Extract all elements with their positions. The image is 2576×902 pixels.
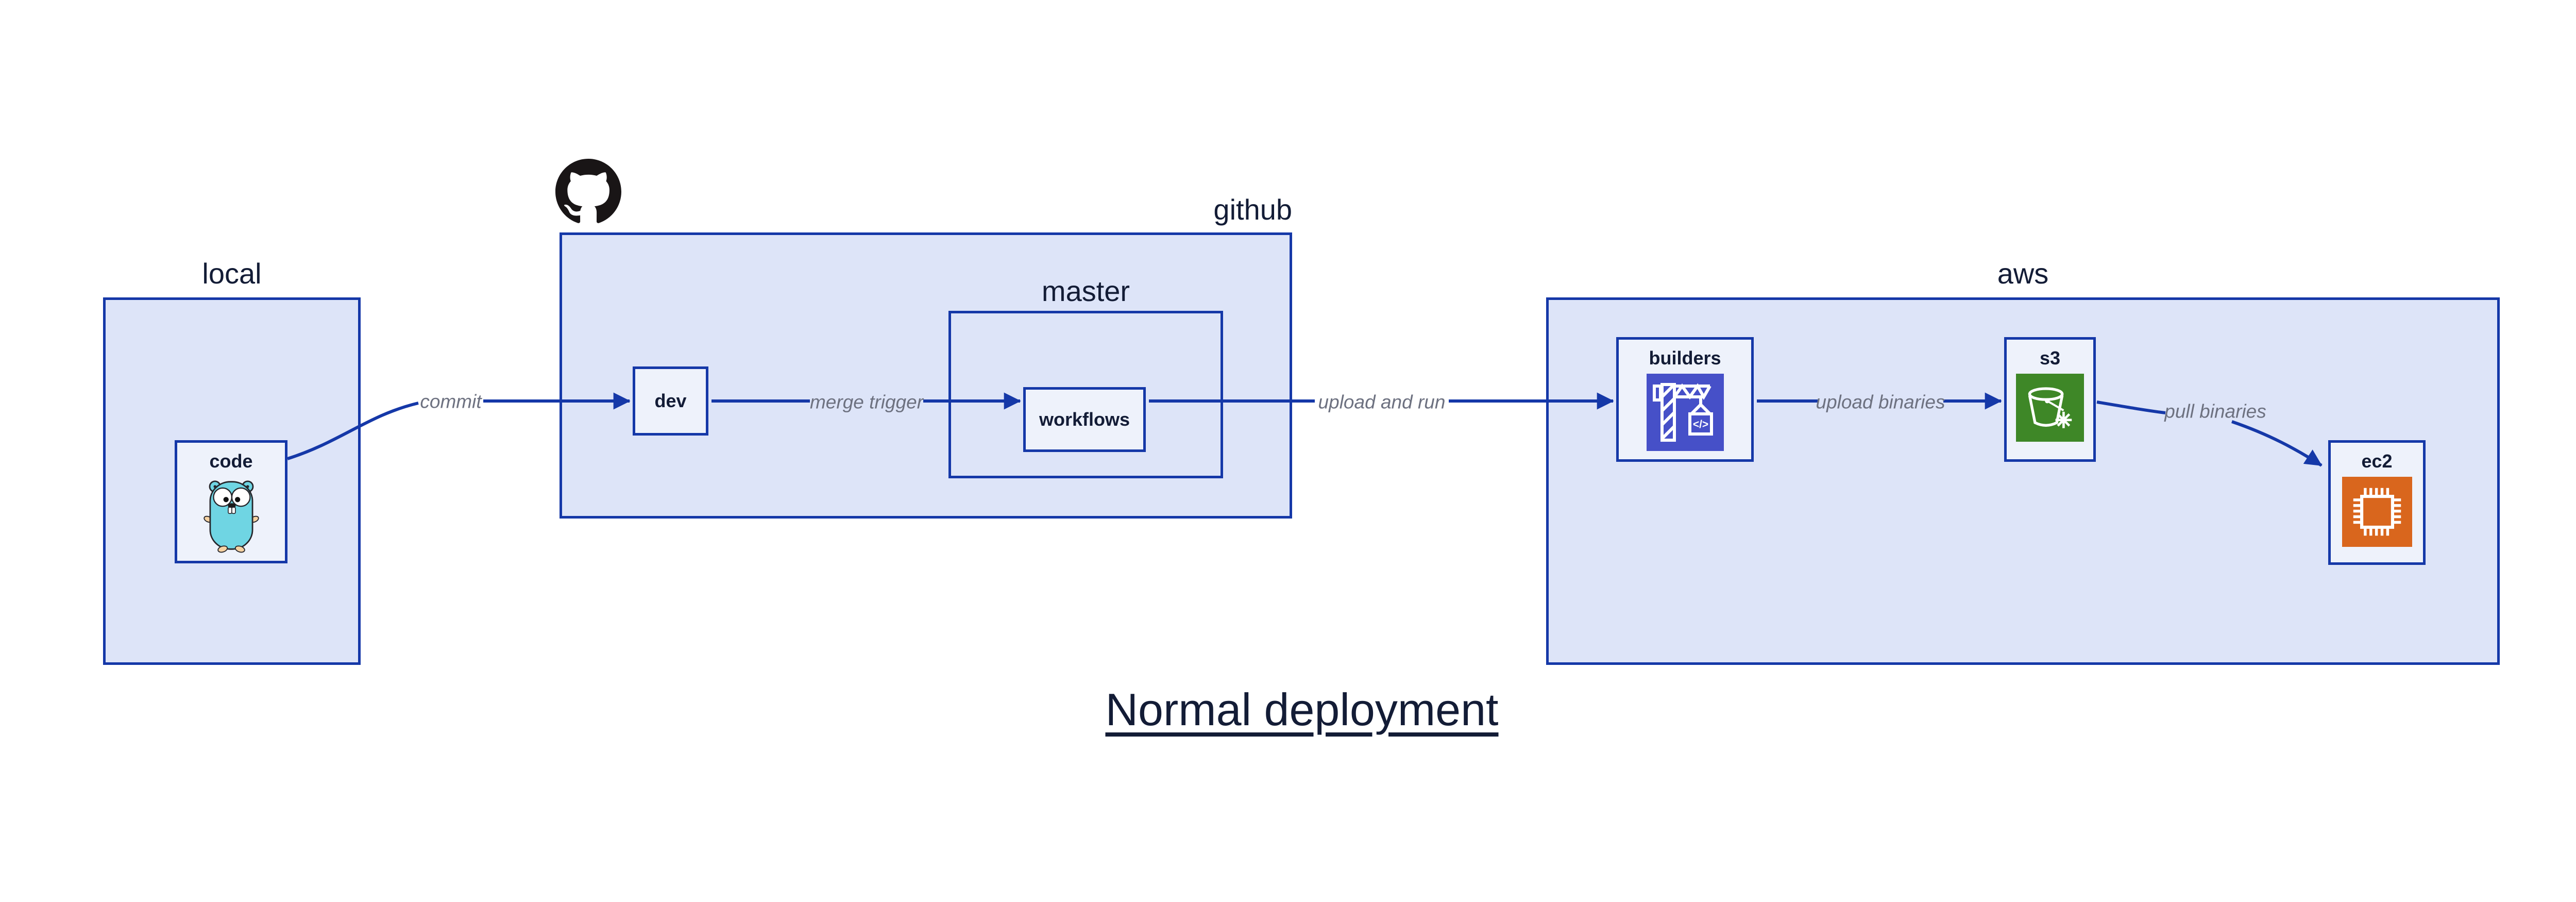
node-builders-label: builders <box>1649 347 1721 369</box>
container-label-aws: aws <box>1997 257 2049 290</box>
container-label-local: local <box>202 257 262 290</box>
go-gopher-icon <box>203 480 259 553</box>
node-builders: builders </> <box>1616 337 1754 462</box>
aws-s3-bucket-snowflake-icon <box>2016 373 2084 442</box>
node-workflows-label: workflows <box>1039 409 1130 430</box>
github-octocat-logo-icon <box>555 159 621 223</box>
node-ec2: ec2 <box>2328 440 2426 565</box>
node-dev-label: dev <box>654 390 687 412</box>
diagram-title: Normal deployment <box>1105 684 1499 735</box>
node-code: code <box>175 440 287 563</box>
container-label-github: github <box>1213 193 1292 226</box>
edge-label-merge-trigger: merge trigger <box>809 391 924 413</box>
node-s3: s3 <box>2004 337 2096 462</box>
edge-label-upload-and-run: upload and run <box>1318 391 1446 413</box>
container-label-master: master <box>1041 275 1130 307</box>
edge-label-pull-binaries: pull binaries <box>2164 400 2266 422</box>
node-dev: dev <box>633 366 708 436</box>
node-ec2-label: ec2 <box>2361 450 2393 472</box>
edge-label-upload-binaries: upload binaries <box>1816 391 1945 413</box>
node-s3-label: s3 <box>2039 347 2061 369</box>
node-workflows: workflows <box>1023 387 1146 452</box>
codebuild-code-glyph: </> <box>1692 419 1708 430</box>
edge-label-commit: commit <box>420 391 482 412</box>
aws-ec2-chip-icon <box>2342 476 2412 547</box>
node-code-label: code <box>209 450 253 472</box>
aws-codebuild-icon: </> <box>1646 373 1724 451</box>
